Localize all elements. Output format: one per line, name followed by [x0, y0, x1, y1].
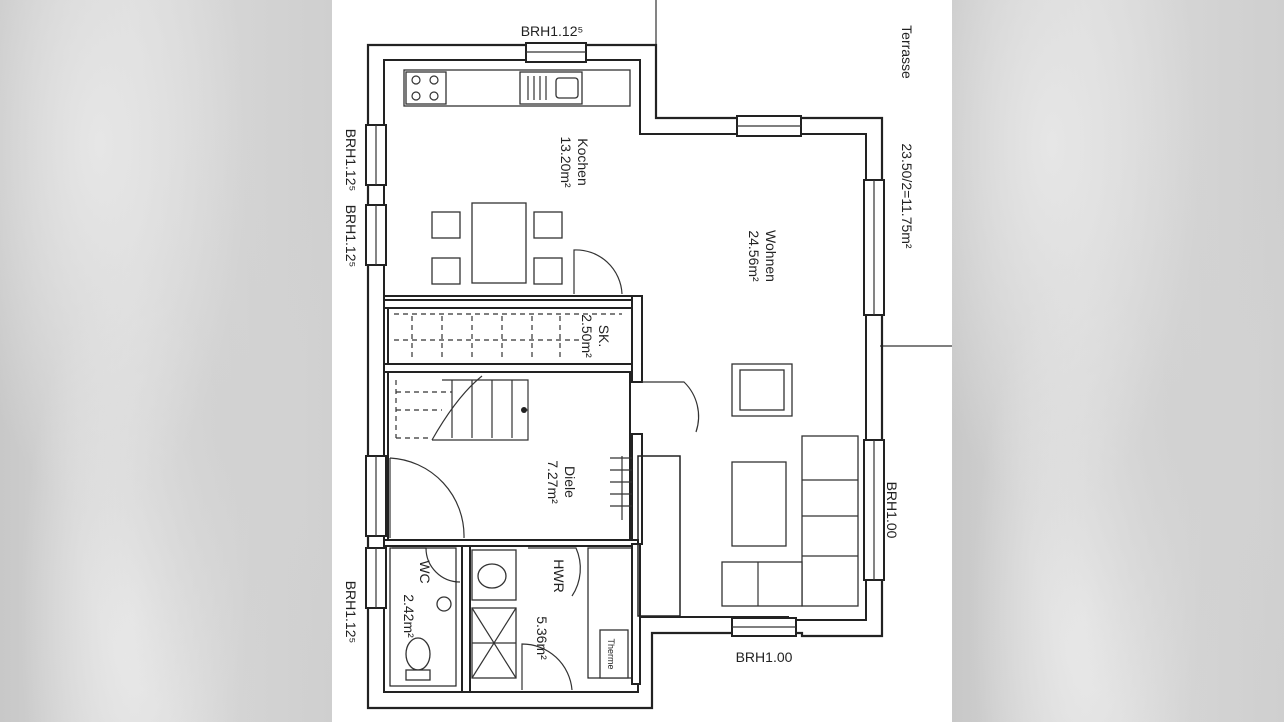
- sill-label-left-upper-1: BRH1.12⁵: [343, 129, 359, 192]
- door-hwr: [528, 547, 581, 597]
- room-label-wohnen: Wohnen 24.56m²: [746, 230, 779, 282]
- toilet-icon: [405, 637, 431, 671]
- hallway-diele: [387, 371, 631, 543]
- blurred-background-right: [952, 0, 1284, 722]
- chair-icon: [431, 211, 461, 239]
- room-name-sk: SK.: [596, 325, 612, 348]
- room-name-wc: WC: [417, 560, 433, 583]
- sill-label-bottom: BRH1.00: [736, 649, 793, 665]
- sill-label-right: BRH1.00: [884, 482, 900, 539]
- terrace-area: 23.50/2=11.75m²: [899, 143, 915, 249]
- sofa-bottom-icon: [721, 561, 803, 607]
- sill-label-left-lower: BRH1.12⁵: [343, 581, 359, 644]
- doors: [389, 249, 700, 691]
- coat-rack-icon: [610, 456, 632, 520]
- coffee-table: [731, 461, 787, 547]
- door-kochen: [573, 249, 623, 295]
- floor-plan-drawing: Kochen 13.20m² Wohnen 24.56m² SK. 2.50m²…: [343, 0, 952, 710]
- chair-icon: [533, 257, 563, 285]
- room-label-wc: WC 2.42m²: [401, 560, 433, 638]
- hwr-fixtures: [471, 547, 633, 679]
- room-label-hwr: HWR 5.36m²: [534, 559, 567, 660]
- floor-plan-image: Kochen 13.20m² Wohnen 24.56m² SK. 2.50m²…: [332, 0, 952, 722]
- wc-hwr-wall: [461, 545, 471, 693]
- windows: [365, 42, 885, 637]
- room-name-hwr: HWR: [551, 559, 567, 592]
- room-area-hwr: 5.36m²: [534, 616, 550, 660]
- room-name-wohnen: Wohnen: [763, 230, 779, 282]
- room-area-diele: 7.27m²: [545, 460, 561, 504]
- room-name-kochen: Kochen: [575, 138, 591, 185]
- blurred-background-left: [0, 0, 332, 722]
- hallway-cabinet: [637, 455, 681, 617]
- dining-table: [431, 202, 563, 285]
- door-hwr-lower: [521, 643, 573, 691]
- room-area-kochen: 13.20m²: [558, 136, 574, 188]
- chair-icon: [533, 211, 563, 239]
- door-wc: [392, 547, 461, 583]
- door-diele-entrance: [389, 457, 465, 539]
- interior-walls: [383, 295, 681, 693]
- room-label-diele: Diele 7.27m²: [545, 460, 578, 504]
- room-area-wc: 2.42m²: [401, 594, 417, 638]
- wc-fixtures: [389, 547, 457, 687]
- room-area-sk: 2.50m²: [579, 314, 595, 358]
- sill-label-top: BRH1.12⁵: [521, 23, 584, 39]
- kitchen-counter: [403, 69, 631, 107]
- room-label-sk: SK. 2.50m²: [579, 314, 612, 358]
- sofa-right-icon: [801, 435, 859, 607]
- boiler-label: Therme: [606, 638, 616, 669]
- door-wohnen: [642, 381, 700, 433]
- boiler-icon: [599, 629, 629, 679]
- sill-label-left-upper-2: BRH1.12⁵: [343, 205, 359, 268]
- room-label-kochen: Kochen 13.20m²: [558, 136, 591, 188]
- wash-basin-icon: [436, 596, 452, 612]
- staircase-icon: [394, 313, 622, 441]
- living-room-furniture: [721, 363, 859, 607]
- terrace-label: Terrasse: [899, 25, 915, 79]
- stove-icon: [405, 71, 447, 105]
- room-name-diele: Diele: [562, 466, 578, 498]
- room-area-wohnen: 24.56m²: [746, 230, 762, 282]
- chair-icon: [431, 257, 461, 285]
